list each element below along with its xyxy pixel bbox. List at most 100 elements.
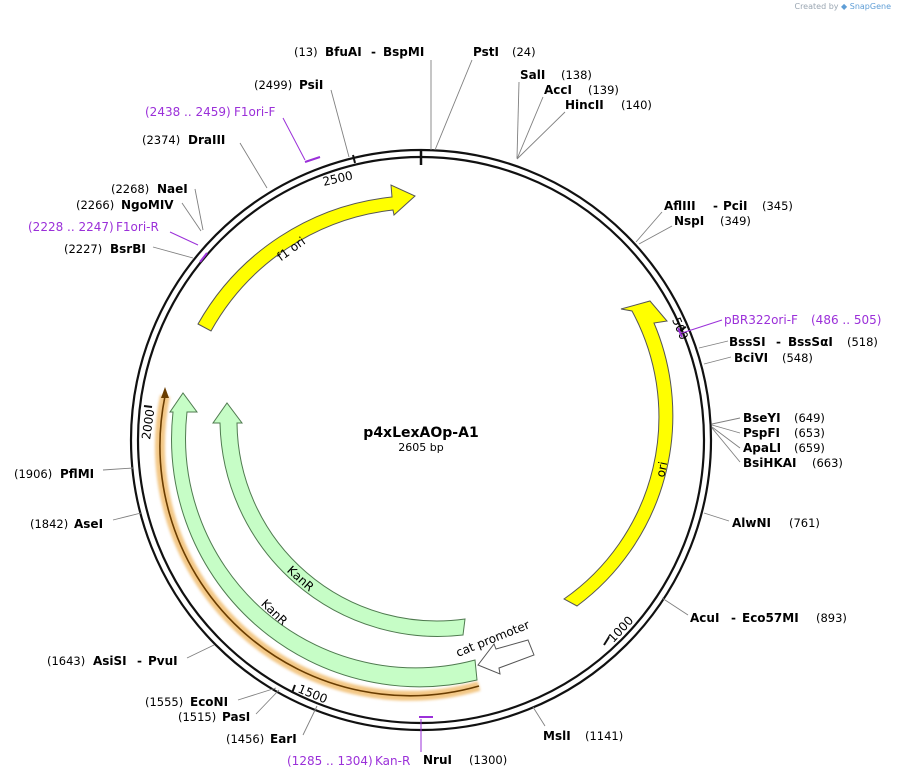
enzyme-name: BseYI (743, 411, 781, 425)
orf-highlight-line (159, 395, 480, 697)
enzyme-pos: (1300) (469, 753, 507, 767)
enzyme-name: DraIII (188, 133, 225, 147)
enzyme-pos: (2266) (76, 198, 114, 212)
plasmid-length: 2605 bp (398, 441, 443, 454)
enzyme-name: BciVI (734, 351, 768, 365)
kanr-outer-arrow (169, 392, 478, 688)
enzyme-name: PflMI (60, 467, 94, 481)
enzyme-pos: (2374) (142, 133, 180, 147)
enzyme-name: AcuI (690, 611, 719, 625)
enzyme-name: Eco57MI (742, 611, 799, 625)
enzyme-name: NgoMIV (121, 198, 174, 212)
tick-label-500: 500 (669, 315, 691, 342)
enzyme-pos: (761) (789, 516, 820, 530)
enzyme-pos: (2268) (111, 182, 149, 196)
enzyme-name: PsiI (299, 78, 323, 92)
snapgene-credit: Created by ◆ SnapGene (794, 2, 891, 11)
enzyme-separator: - (371, 45, 376, 59)
enzyme-name: PciI (723, 199, 748, 213)
tick-label-2000: 2000 (139, 408, 157, 440)
orf-highlight-arrowhead (161, 387, 169, 398)
enzyme-name: PasI (222, 710, 250, 724)
enzyme-name: BsiHKAI (743, 456, 797, 470)
enzyme-name: AflIII (664, 199, 696, 213)
enzyme-name: AccI (544, 83, 572, 97)
enzyme-pos: (1842) (30, 517, 68, 531)
enzyme-name: AseI (74, 517, 103, 531)
cat-promoter-arrow (477, 639, 535, 675)
enzyme-pos: (13) (294, 45, 318, 59)
enzyme-labels: (13) BfuAI - BspMI PstI (24) SalI (138) … (14, 45, 878, 767)
tick-label-2500: 2500 (321, 168, 354, 189)
tick-mark-1500 (291, 684, 296, 694)
enzyme-pos: (138) (561, 68, 592, 82)
enzyme-name: BsrBI (110, 242, 146, 256)
kanr-inner-arrow (212, 402, 466, 637)
enzyme-pos: (518) (847, 335, 878, 349)
enzyme-pos: (1555) (145, 695, 183, 709)
enzyme-name: NaeI (157, 182, 188, 196)
enzyme-name: EarI (270, 732, 297, 746)
enzyme-name: EcoNI (190, 695, 228, 709)
credit-brand: SnapGene (849, 2, 891, 11)
enzyme-pos: (139) (588, 83, 619, 97)
enzyme-name: AlwNI (732, 516, 771, 530)
enzyme-name: PstI (473, 45, 499, 59)
ori-arrow (563, 300, 674, 607)
enzyme-pos: (345) (762, 199, 793, 213)
enzyme-pos: (548) (782, 351, 813, 365)
enzyme-pos: (893) (816, 611, 847, 625)
primer-range: (2228 .. 2247) (28, 220, 114, 234)
enzyme-pos: (24) (512, 45, 536, 59)
enzyme-name: BssSαI (788, 335, 833, 349)
enzyme-name: PspFI (743, 426, 780, 440)
primer-name: F1ori-R (116, 220, 159, 234)
tick-mark-1000 (603, 636, 610, 646)
enzyme-pos: (140) (621, 98, 652, 112)
snapgene-logo-icon: ◆ (841, 2, 848, 11)
enzyme-pos: (1456) (226, 732, 264, 746)
enzyme-pos: (1141) (585, 729, 623, 743)
enzyme-name: BspMI (383, 45, 424, 59)
ori-label: ori (653, 460, 670, 478)
enzyme-pos: (1515) (178, 710, 216, 724)
enzyme-name: NruI (423, 753, 452, 767)
enzyme-name: BssSI (729, 335, 766, 349)
primer-range: (2438 .. 2459) (145, 105, 231, 119)
primer-name: pBR322ori-F (724, 313, 798, 327)
enzyme-name: PvuI (148, 654, 178, 668)
tick-mark-2000 (143, 405, 153, 408)
enzyme-pos: (1906) (14, 467, 52, 481)
enzyme-name: BfuAI (325, 45, 362, 59)
enzyme-name: HincII (565, 98, 604, 112)
enzyme-separator: - (713, 199, 718, 213)
primer-range: (486 .. 505) (811, 313, 881, 327)
enzyme-separator: - (776, 335, 781, 349)
primer-marks (169, 117, 723, 752)
f1-ori-arrow (197, 184, 416, 332)
credit-prefix: Created by (794, 2, 839, 11)
primer-range: (1285 .. 1304) (287, 754, 373, 768)
enzyme-name: ApaLI (743, 441, 781, 455)
enzyme-pos: (659) (794, 441, 825, 455)
enzyme-pos: (663) (812, 456, 843, 470)
enzyme-name: SalI (520, 68, 545, 82)
enzyme-pos: (653) (794, 426, 825, 440)
enzyme-separator: - (731, 611, 736, 625)
enzyme-pos: (649) (794, 411, 825, 425)
enzyme-pos: (2227) (64, 242, 102, 256)
enzyme-name: AsiSI (93, 654, 127, 668)
enzyme-pos: (2499) (254, 78, 292, 92)
primer-name: F1ori-F (234, 105, 275, 119)
primer-labels: (2438 .. 2459) F1ori-F (2228 .. 2247) F1… (28, 105, 881, 768)
enzyme-name: MslI (543, 729, 571, 743)
enzyme-pos: (1643) (47, 654, 85, 668)
enzyme-separator: - (137, 654, 142, 668)
plasmid-name: p4xLexAOp-A1 (363, 425, 478, 441)
enzyme-pos: (349) (720, 214, 751, 228)
primer-name: Kan-R (375, 754, 410, 768)
tick-mark-2500 (352, 154, 356, 164)
enzyme-name: NspI (674, 214, 704, 228)
tick-mark-500 (678, 326, 687, 331)
